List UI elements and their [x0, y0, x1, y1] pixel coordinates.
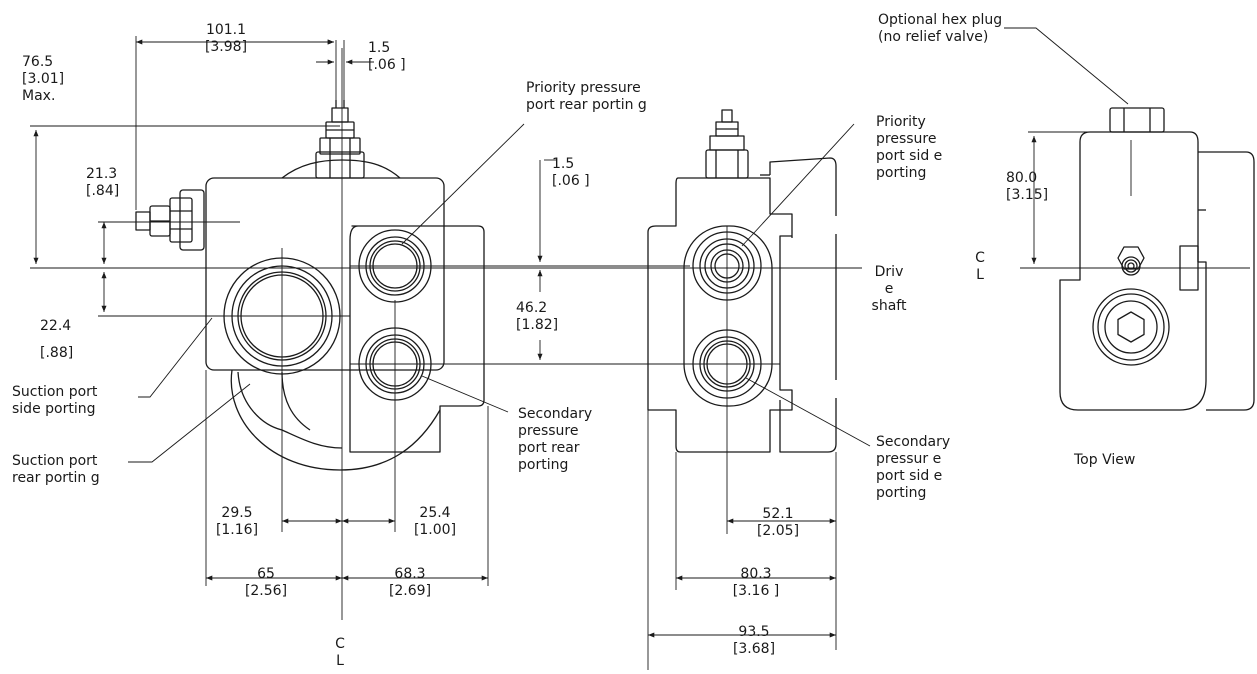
front-view-body: [135, 100, 485, 471]
dim-1-5-mid: 1.5[.06 ]: [552, 156, 590, 189]
dim-76-5: 76.5[3.01]Max.: [22, 54, 65, 104]
top-view-label: Top View: [1074, 452, 1136, 468]
leader-lines: [128, 27, 1129, 463]
dimension-lines: [33, 39, 1037, 638]
side-view-body: [647, 109, 837, 453]
dim-29-5: 29.5[1.16]: [215, 505, 259, 538]
dim-101-1: 101.1[3.98]: [204, 22, 248, 55]
dim-25-4: 25.4[1.00]: [413, 505, 457, 538]
dim-93-5: 93.5[3.68]: [732, 624, 776, 657]
dim-52-1: 52.1[2.05]: [756, 506, 800, 539]
top-view-body: [1059, 107, 1255, 411]
dim-68-3: 68.3[2.69]: [388, 566, 432, 599]
callout-hex-plug: Optional hex plug(no relief valve): [878, 12, 1003, 45]
reference-lines: [30, 36, 1250, 670]
dim-46-2: 46.2[1.82]: [516, 300, 559, 333]
dim-22-4: 22.4[.88]: [40, 318, 74, 361]
dim-1-5-top: 1.5[.06 ]: [368, 40, 406, 73]
dim-65: 65[2.56]: [244, 566, 288, 599]
dim-80-0: 80.0[3.15]: [1006, 170, 1049, 203]
dim-21-3: 21.3[.84]: [86, 166, 120, 199]
dim-80-3: 80.3[3.16 ]: [732, 566, 780, 599]
